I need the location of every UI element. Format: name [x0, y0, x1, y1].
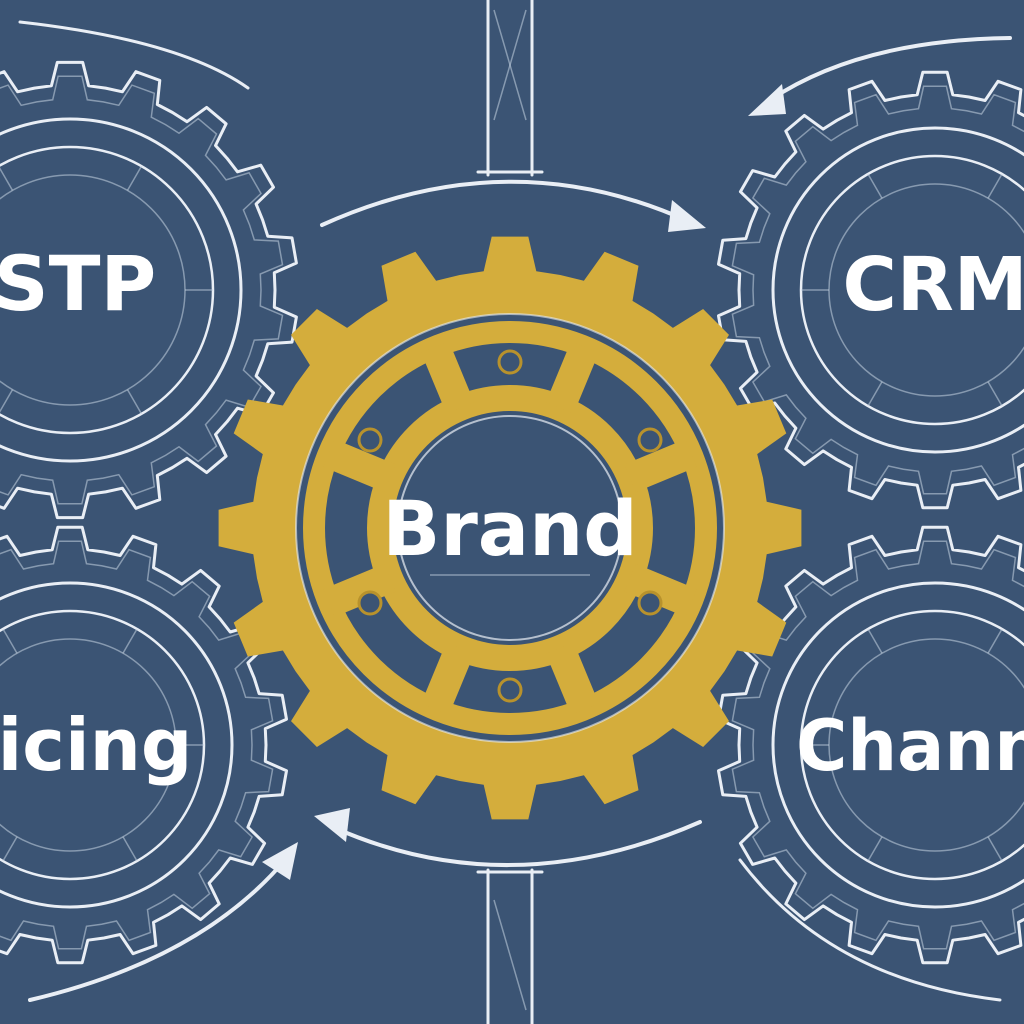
gear-crm-ring [771, 126, 1024, 454]
gear-channel-ring [771, 581, 1024, 909]
gear-brand-spoke [545, 341, 599, 414]
gear-channel-teeth [717, 525, 1024, 965]
gear-brand-bolt [497, 677, 523, 703]
gear-pricing-spoke [122, 628, 138, 654]
gear-channel-spoke [867, 628, 883, 654]
arrow-bottom-left [28, 858, 287, 1002]
label-brand: Brand [382, 484, 637, 573]
gear-brand-inner-rim [367, 385, 653, 671]
gear-channel [717, 525, 1024, 965]
gear-pricing-spoke [122, 836, 138, 862]
gear-crm-spoke [987, 173, 1003, 199]
gear-pricing-teeth [0, 525, 288, 965]
vertical-shaft [476, 0, 544, 1024]
arrow-top-right [768, 36, 1012, 102]
gear-brand [218, 236, 802, 820]
gear-pricing-spoke [2, 628, 18, 654]
gear-crm-spoke [867, 381, 883, 407]
gear-stp [0, 60, 298, 520]
gear-crm-spoke [867, 173, 883, 199]
arc-bottom-right [738, 858, 1002, 1002]
gear-pricing [0, 525, 288, 965]
gear-stp-spoke [0, 167, 14, 191]
gear-brand-gap-line [295, 313, 725, 743]
gear-brand-spoke [545, 642, 599, 715]
gear-crm-teeth-inner [731, 85, 1024, 495]
gear-brand-bolt [357, 590, 383, 616]
gear-pricing-ring [0, 581, 234, 909]
arrow-bottom-center [333, 820, 702, 867]
arc-top-left [18, 20, 250, 90]
gear-brand-spoke [624, 563, 697, 617]
label-crm: CRM [843, 242, 1024, 328]
cycle-arrows [18, 20, 1012, 1002]
gear-pricing-spoke [2, 836, 18, 862]
arrow-top-center [320, 179, 692, 227]
arrow-top-right-head [748, 84, 786, 116]
gear-pricing-teeth-inner [0, 540, 274, 950]
gear-brand-bolt [637, 590, 663, 616]
gear-stp-spoke [0, 389, 14, 413]
arrow-top-center-head [668, 200, 706, 232]
gear-channel-teeth-inner [731, 540, 1024, 950]
arrow-bottom-center-head [314, 808, 350, 842]
gear-stp-spoke [126, 389, 143, 415]
gear-brand-bolt [637, 427, 663, 453]
gear-brand-spoke [624, 439, 697, 493]
label-stp: STP [0, 239, 156, 328]
label-channel: Chann [796, 705, 1024, 787]
gear-channel-spoke [867, 836, 883, 862]
gear-brand-center [398, 416, 622, 640]
gear-channel-spoke [987, 628, 1003, 654]
gear-stp-teeth-inner [0, 75, 284, 505]
gear-stp-ring [0, 117, 243, 463]
gear-brand-bolt [357, 427, 383, 453]
gear-brand-rim [303, 321, 717, 735]
arrow-bottom-left-head [262, 842, 298, 880]
gear-stp-teeth [0, 60, 298, 520]
gear-crm-teeth [717, 70, 1024, 510]
label-pricing: icing [0, 703, 192, 787]
gear-channel-spoke [987, 836, 1003, 862]
gear-crm-spoke [987, 381, 1003, 407]
gear-brand-spoke [323, 439, 396, 493]
gear-stp-spoke [126, 165, 143, 191]
gear-brand-spoke [421, 341, 475, 414]
gear-brand-center-line [397, 415, 623, 641]
gear-brand-spoke [323, 563, 396, 617]
gear-crm [717, 70, 1024, 510]
gear-brand-spoke [421, 642, 475, 715]
gear-brand-bolt [497, 349, 523, 375]
